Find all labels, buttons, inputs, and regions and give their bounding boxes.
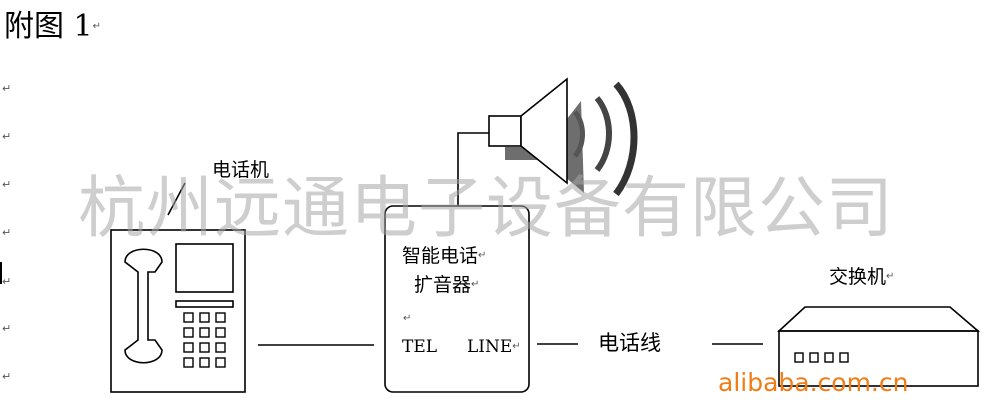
switchboard-label: 交换机↵ bbox=[829, 266, 895, 288]
telephone-body bbox=[110, 229, 246, 393]
sound-wave-medium bbox=[594, 96, 612, 172]
telephone-label-leader bbox=[167, 182, 186, 216]
tel-port-label: TEL bbox=[402, 337, 438, 357]
switchboard-top bbox=[776, 306, 981, 332]
sound-wave-small bbox=[572, 110, 585, 158]
phone-wire-label: 电话线 bbox=[598, 331, 661, 355]
switchboard-indicator-icon bbox=[794, 352, 849, 363]
telephone-label: 电话机 bbox=[212, 159, 270, 181]
text-cursor bbox=[0, 262, 2, 284]
loudspeaker-cone bbox=[520, 77, 568, 185]
paragraph-mark: ↵ bbox=[2, 370, 12, 383]
paragraph-mark: ↵ bbox=[2, 130, 12, 143]
switchboard bbox=[776, 306, 981, 387]
telephone-keypad-icon bbox=[183, 312, 226, 368]
paragraph-mark: ↵ bbox=[403, 313, 412, 324]
paragraph-mark: ↵ bbox=[2, 322, 12, 335]
paragraph-mark: ↵ bbox=[2, 82, 12, 95]
company-watermark: 杭州远通电子设备有限公司 bbox=[78, 169, 894, 247]
figure-title: 附图 1↵ bbox=[4, 9, 102, 44]
paragraph-mark: ↵ bbox=[2, 226, 12, 239]
switchboard-front bbox=[778, 330, 979, 387]
loudspeaker-magnet bbox=[488, 115, 522, 147]
loudspeaker-icon bbox=[457, 77, 638, 206]
site-watermark: alibaba.com.cn bbox=[718, 368, 909, 397]
amplifier-name-line2: 扩音器↵ bbox=[414, 274, 480, 296]
speaker-wire bbox=[457, 132, 489, 206]
paragraph-mark: ↵ bbox=[2, 178, 12, 191]
amplifier-name-line1: 智能电话↵ bbox=[402, 245, 487, 267]
telephone-key-bar bbox=[175, 300, 234, 308]
amplifier-box bbox=[384, 205, 530, 393]
telephone-display bbox=[175, 243, 234, 293]
telephone-handset-icon bbox=[124, 248, 163, 364]
sound-wave-large bbox=[613, 81, 638, 197]
paragraph-mark: ↵ bbox=[2, 275, 12, 288]
telephone-set bbox=[110, 182, 246, 393]
line-port-label: LINE↵ bbox=[467, 337, 521, 357]
